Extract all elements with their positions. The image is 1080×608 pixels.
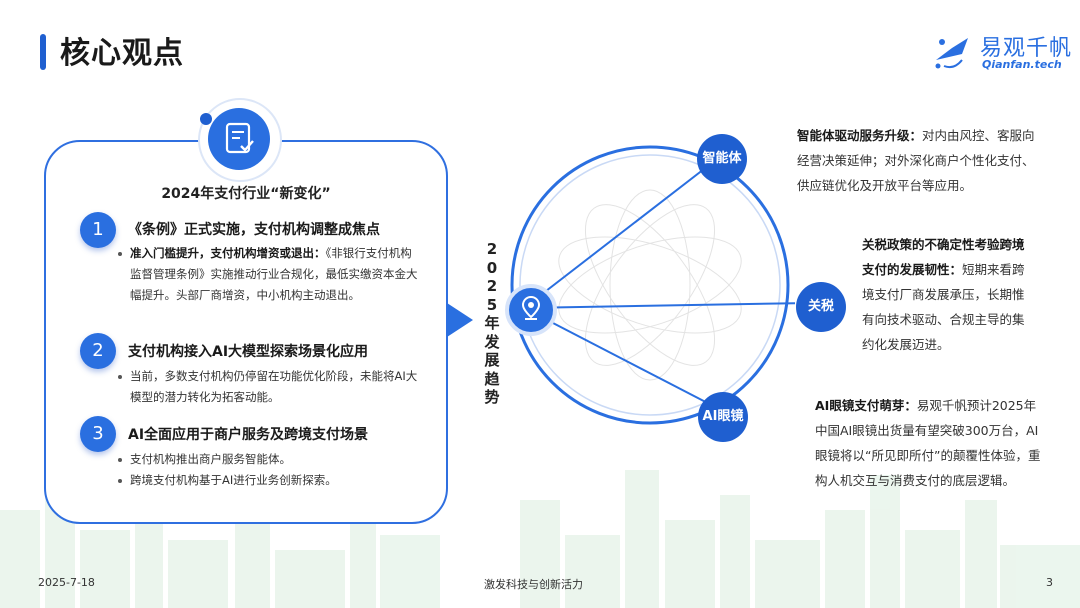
logo-icon (935, 38, 968, 69)
item-title-3: AI全面应用于商户服务及跨境支付场景 (128, 427, 369, 443)
node-ai-glasses: AI眼镜 (698, 392, 748, 442)
bullet: 准入门槛提升，支付机构增资或退出：《非银行支付机构监督管理条例》实施推动行业合规… (118, 243, 418, 306)
year-trend-vertical-label: 2025年发展趋势 (484, 240, 500, 406)
bullet: 当前，多数支付机构仍停留在功能优化阶段，未能将AI大模型的潜力转化为拓客动能。 (118, 366, 418, 408)
trend-text-ai-glasses: AI眼镜支付萌芽：易观千帆预计2025年中国AI眼镜出货量有望突破300万台，A… (815, 398, 1041, 488)
page-title: 核心观点 (60, 36, 184, 71)
page-number: 3 (1046, 576, 1053, 589)
card-heading: 2024年支付行业“新变化” (161, 186, 331, 202)
bullet: 跨境支付机构基于AI进行业务创新探索。 (118, 470, 418, 491)
item-number-1: 1 (80, 212, 116, 248)
item-bullets-1: 准入门槛提升，支付机构增资或退出：《非银行支付机构监督管理条例》实施推动行业合规… (118, 243, 418, 306)
doc-icon-dot (200, 113, 212, 125)
location-pin-icon (521, 295, 541, 320)
footer-date: 2025-7-18 (38, 576, 95, 589)
bullet: 支付机构推出商户服务智能体。 (118, 449, 418, 470)
item-bullets-2: 当前，多数支付机构仍停留在功能优化阶段，未能将AI大模型的潜力转化为拓客动能。 (118, 366, 418, 408)
title-accent-bar (40, 34, 46, 70)
item-number-2: 2 (80, 333, 116, 369)
item-number-3: 3 (80, 416, 116, 452)
trend-circle-diagram (510, 145, 795, 425)
item-title-2: 支付机构接入AI大模型探索场景化应用 (128, 344, 369, 360)
logo-text: 易观千帆 (980, 36, 1073, 61)
node-agent: 智能体 (697, 134, 747, 184)
location-node (505, 284, 557, 336)
node-tariff: 关税 (796, 282, 846, 332)
document-check-icon (225, 122, 254, 154)
trend-text-agent: 智能体驱动服务升级：对内由风控、客服向经营决策延伸；对外深化商户个性化支付、供应… (797, 128, 1035, 193)
right-arrow-icon (447, 303, 473, 337)
item-bullets-3: 支付机构推出商户服务智能体。 跨境支付机构基于AI进行业务创新探索。 (118, 449, 418, 491)
trend-text-tariff: 关税政策的不确定性考验跨境支付的发展韧性：短期来看跨境支付厂商发展承压，长期惟有… (862, 237, 1025, 352)
item-title-1: 《条例》正式实施，支付机构调整成焦点 (128, 222, 380, 238)
footer-slogan: 激发科技与创新活力 (484, 578, 583, 591)
changes-card (44, 140, 448, 524)
logo-subtext: Qianfan.tech (982, 58, 1062, 71)
